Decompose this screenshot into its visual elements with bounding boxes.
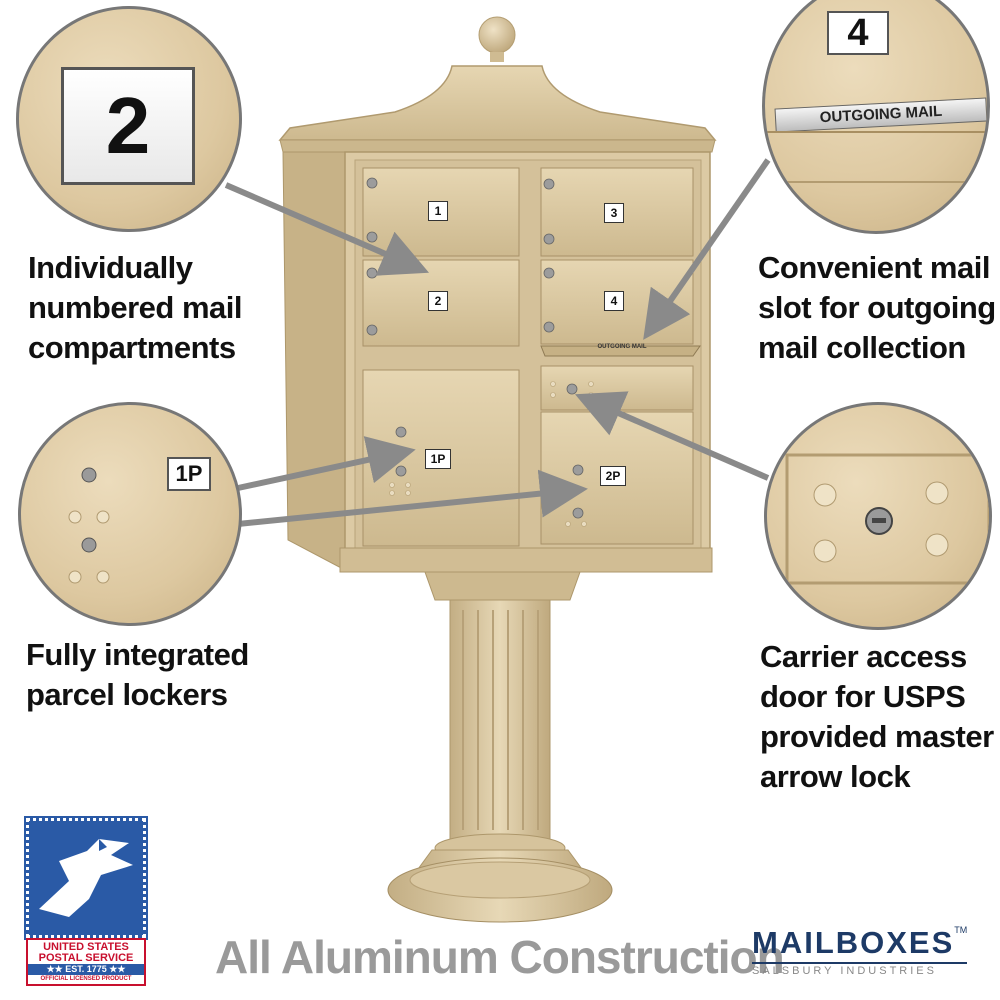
callout-arrows — [224, 158, 771, 527]
tagline: All Aluminum Construction — [215, 931, 785, 983]
callout-carrier: Carrier access door for USPS provided ma… — [760, 637, 994, 797]
door-label-2: 2 — [428, 291, 448, 311]
callout-numbered: Individually numbered mail compartments — [28, 248, 243, 368]
callout-carrier-line-4: arrow lock — [760, 759, 911, 794]
finial — [478, 16, 516, 54]
zoom-outgoing-slot: OUTGOING MAIL — [774, 97, 987, 133]
zoom-circle-carrier — [764, 402, 992, 630]
arrow-parcel-1 — [237, 436, 416, 491]
zoom-plate-4: 4 — [827, 11, 889, 55]
parcel-label-1p: 1P — [425, 449, 451, 469]
callout-numbered-line-3: compartments — [28, 330, 236, 365]
callout-carrier-line-1: Carrier access — [760, 639, 967, 674]
callout-parcel: Fully integrated parcel lockers — [26, 635, 249, 715]
outgoing-slot-label: OUTGOING MAIL — [597, 344, 647, 350]
callout-carrier-line-2: door for USPS — [760, 679, 966, 714]
callout-outgoing-line-3: mail collection — [758, 330, 966, 365]
brand-logo: MAILBOXESTM SALSBURY INDUSTRIES — [752, 925, 967, 977]
carrier-door — [540, 365, 694, 411]
callout-outgoing: Convenient mail slot for outgoing mail c… — [758, 248, 996, 368]
usps-line-3: ★★ EST. 1775 ★★ — [28, 964, 144, 975]
usps-line-2: POSTAL SERVICE — [38, 952, 134, 964]
outgoing-slot — [540, 345, 701, 357]
brand-subtitle: SALSBURY INDUSTRIES — [752, 965, 937, 977]
callout-numbered-line-2: numbered mail — [28, 290, 243, 325]
usps-line-1: UNITED STATES — [43, 941, 129, 953]
zoom-outgoing-label: OUTGOING MAIL — [819, 102, 943, 127]
usps-line-4: OFFICIAL LICENSED PRODUCT — [40, 976, 132, 982]
callout-parcel-line-1: Fully integrated — [26, 637, 249, 672]
door-label-4: 4 — [604, 291, 624, 311]
zoom-carrier-lock — [785, 453, 989, 585]
arrow-carrier — [574, 391, 770, 481]
callout-numbered-line-1: Individually — [28, 250, 193, 285]
door-label-1: 1 — [428, 201, 448, 221]
zoom-circle-parcel: 1P — [18, 402, 242, 626]
usps-logo: UNITED STATES POSTAL SERVICE ★★ EST. 177… — [24, 816, 148, 986]
zoom-circle-numbered: 2 — [16, 6, 242, 232]
eagle-icon — [39, 839, 133, 917]
door-label-3: 3 — [604, 203, 624, 223]
zoom-parcel-locks — [68, 467, 110, 584]
roof — [278, 65, 717, 141]
brand-name: MAILBOXES — [752, 925, 955, 960]
arrow-numbered — [224, 182, 430, 276]
callout-outgoing-line-1: Convenient mail — [758, 250, 990, 285]
brand-tm: TM — [954, 925, 968, 935]
zoom-plate-2: 2 — [61, 67, 195, 185]
arrow-outgoing — [643, 158, 771, 340]
arrow-parcel-2 — [237, 469, 588, 527]
callout-parcel-line-2: parcel lockers — [26, 677, 228, 712]
callout-carrier-line-3: provided master — [760, 719, 994, 754]
zoom-circle-outgoing: 4 OUTGOING MAIL — [762, 0, 990, 234]
callout-outgoing-line-2: slot for outgoing — [758, 290, 996, 325]
pedestal-column — [449, 599, 551, 841]
parcel-label-2p: 2P — [600, 466, 626, 486]
zoom-plate-1p: 1P — [167, 457, 211, 491]
